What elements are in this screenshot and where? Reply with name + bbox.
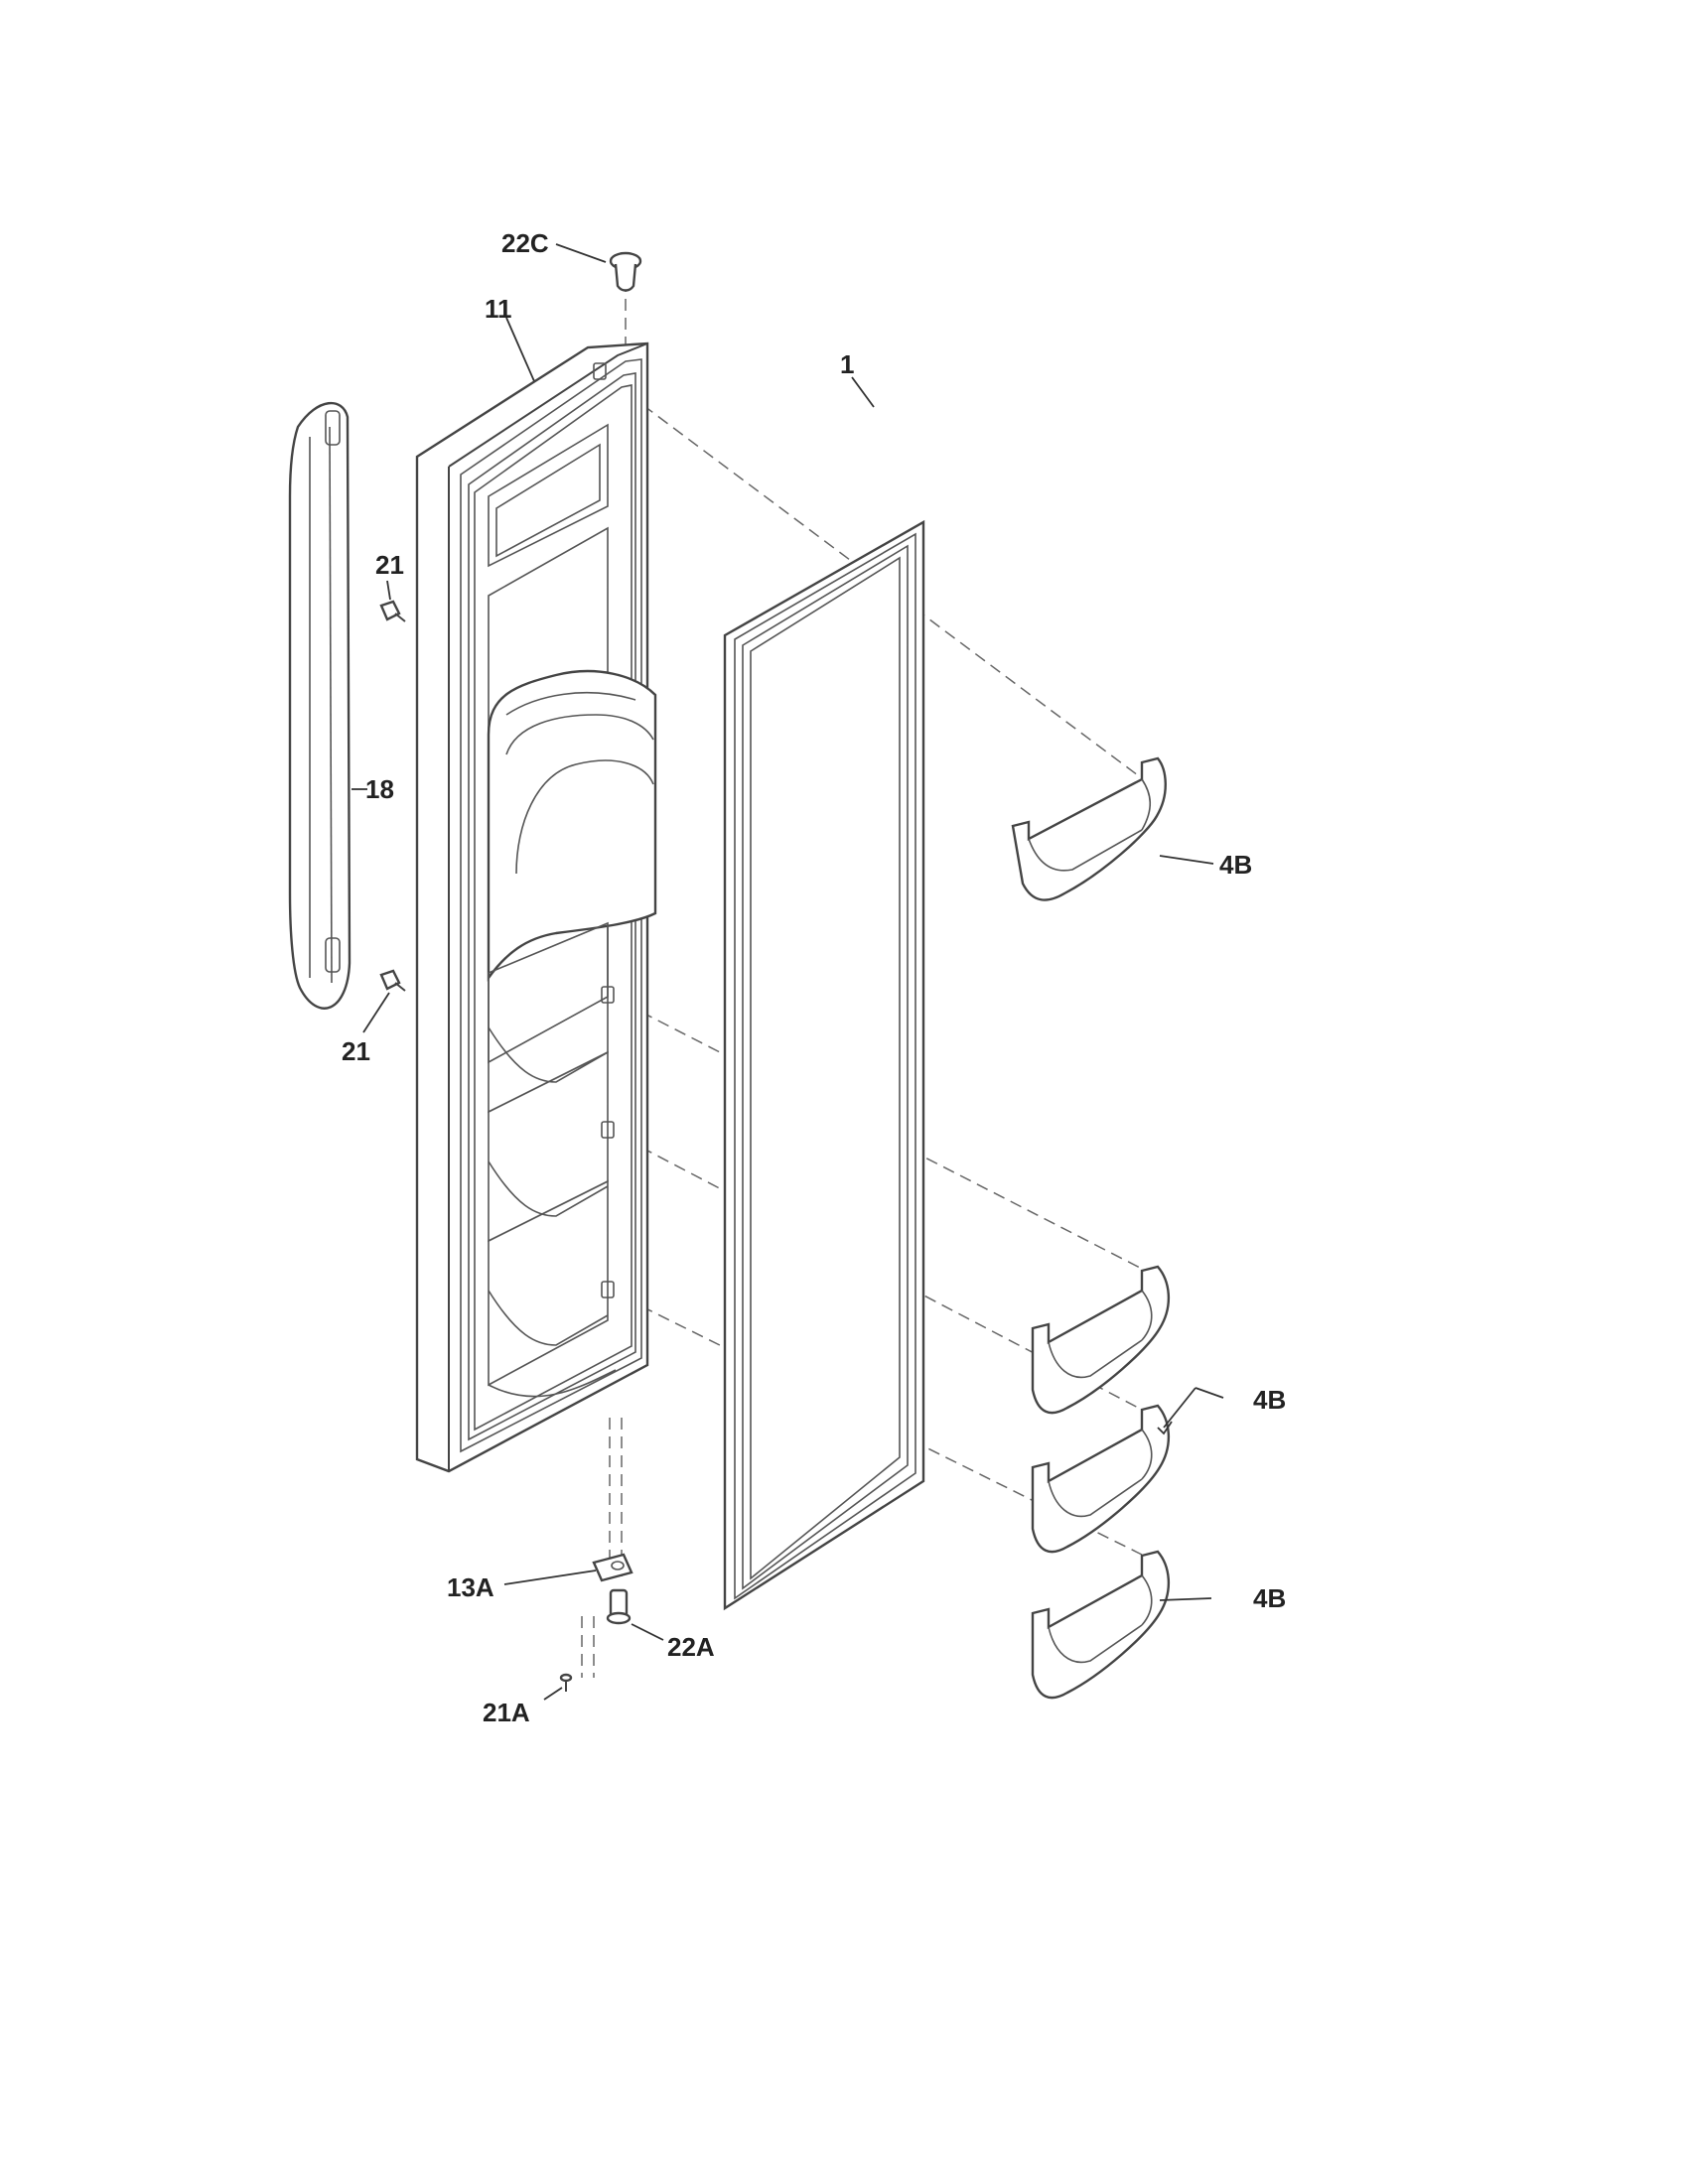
door-bin-bottom: [1031, 1550, 1171, 1700]
label-22a: 22A: [667, 1632, 715, 1662]
label-18: 18: [365, 774, 394, 804]
hinge-screw: [559, 1673, 573, 1692]
label-21-top: 21: [375, 550, 404, 580]
door-bin-middle-upper: [1031, 1265, 1171, 1415]
label-4b-top: 4B: [1219, 850, 1252, 880]
bottom-hinge-bushing: [606, 1588, 632, 1625]
door-gasket: [723, 519, 925, 1611]
label-13a: 13A: [447, 1572, 494, 1602]
label-4b-bottom: 4B: [1253, 1583, 1286, 1613]
leader-lines: [352, 243, 1224, 1701]
part-labels: 22C 11 1 21 18 21 4B 4B 4B 13A 22A 21A: [342, 228, 1286, 1727]
door-handle: [288, 402, 352, 1010]
label-11: 11: [485, 294, 512, 324]
door-assembly: [415, 341, 657, 1473]
label-21-bottom: 21: [342, 1036, 370, 1066]
top-hinge-bushing: [609, 251, 642, 292]
label-1: 1: [840, 349, 854, 379]
door-bin-middle-lower: [1031, 1404, 1171, 1554]
label-21a: 21A: [483, 1698, 530, 1727]
hinge-bracket: [592, 1553, 633, 1582]
door-bin-top: [1011, 756, 1167, 901]
handle-screw-bottom: [379, 969, 406, 992]
label-22c: 22C: [501, 228, 549, 258]
label-4b-middle: 4B: [1253, 1385, 1286, 1415]
handle-screw-top: [379, 600, 406, 622]
